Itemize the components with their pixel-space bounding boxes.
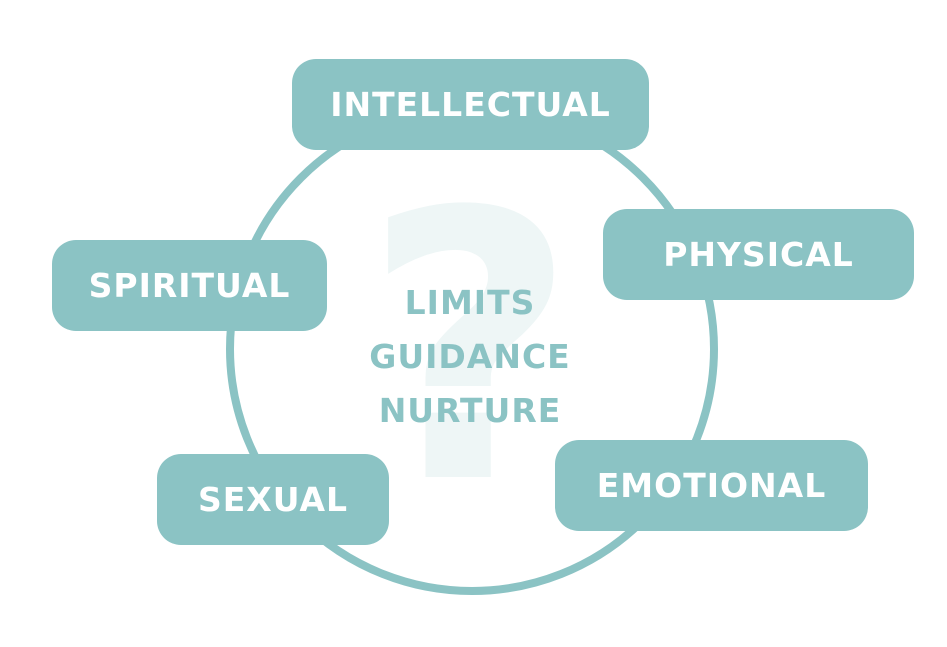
- domain-physical-label: PHYSICAL: [603, 209, 914, 300]
- domain-intellectual-label: INTELLECTUAL: [292, 59, 649, 150]
- center-text: LIMITS GUIDANCE NURTURE: [330, 276, 610, 438]
- question-mark-graphic: ?: [362, 135, 578, 565]
- domain-emotional-label: EMOTIONAL: [555, 440, 868, 531]
- domain-spiritual-label: SPIRITUAL: [52, 240, 327, 331]
- domain-sexual-label: SEXUAL: [157, 454, 389, 545]
- center-line-nurture: NURTURE: [378, 391, 562, 430]
- center-line-limits: LIMITS: [404, 283, 536, 322]
- center-line-guidance: GUIDANCE: [369, 337, 571, 376]
